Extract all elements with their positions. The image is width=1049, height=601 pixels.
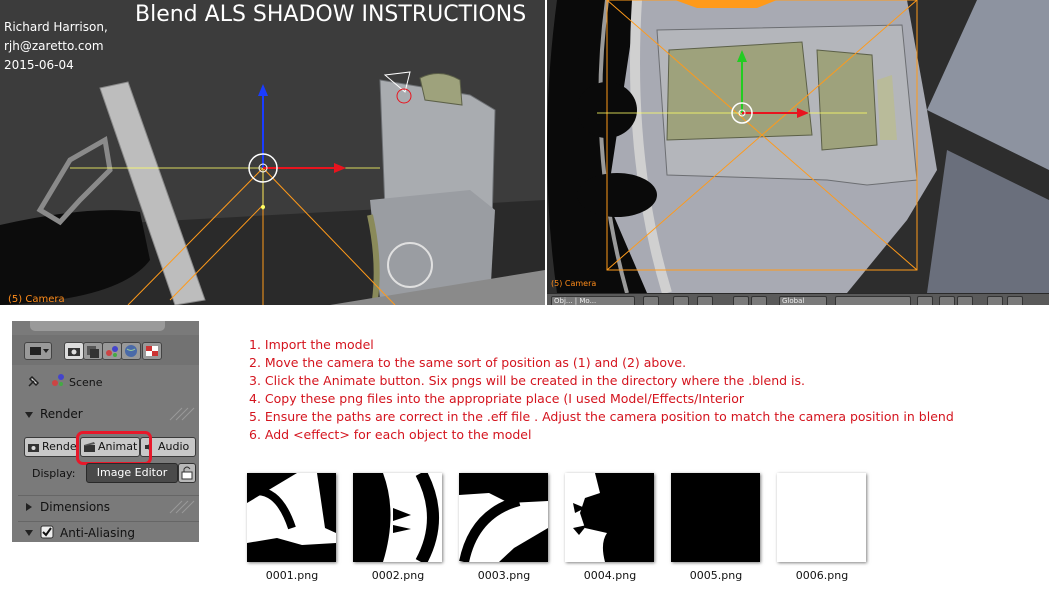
shadow-thumbnail-0001[interactable] [247,473,336,562]
page-title: Blend ALS SHADOW INSTRUCTIONS [135,2,527,27]
author-name: Richard Harrison, [4,20,108,34]
animation-button-label: Animat [98,440,138,453]
mode-select[interactable]: Obj... | Mo... [551,296,635,305]
rotate-icon[interactable] [751,296,767,305]
dimensions-panel-title: Dimensions [40,500,111,514]
shadow-mask-image [777,473,866,562]
lock-icon [181,466,193,480]
antialiasing-checkbox[interactable] [40,525,54,539]
scene-name: Scene [69,376,103,389]
render-button-label: Render [42,440,78,453]
clapperboard-icon [84,442,95,452]
thumbnail-filename: 0004.png [583,569,637,582]
pin-icon[interactable] [26,373,42,389]
shadow-mask-image [353,473,442,562]
audio-button[interactable]: Audio [140,437,196,457]
layer-buttons[interactable] [835,296,911,305]
instruction-step: 6. Add <effect> for each object to the m… [249,427,532,442]
collapse-down-icon [25,412,33,418]
render-button[interactable]: Render [24,437,78,457]
shadow-mask-image [565,473,654,562]
shadow-thumbnail-0004[interactable] [565,473,654,562]
display-select[interactable]: Image Editor [86,463,178,483]
lock-camera-icon[interactable] [917,296,933,305]
magnet-icon[interactable] [957,296,973,305]
translate-icon[interactable] [733,296,749,305]
thumbnail-filename: 0002.png [371,569,425,582]
antialiasing-panel-header[interactable]: Anti-Aliasing [18,521,199,542]
instruction-step: 3. Click the Animate button. Six pngs wi… [249,373,805,388]
instruction-step: 5. Ensure the paths are correct in the .… [249,409,954,424]
thumbnail-filename: 0005.png [689,569,743,582]
scene-icon [52,374,64,386]
scene-context-icon[interactable] [102,342,122,360]
shadow-mask-image [459,473,548,562]
editor-type-icon[interactable] [24,342,52,360]
render-panel-title: Render [40,407,83,421]
audio-button-label: Audio [158,440,190,453]
thumbnail-filename: 0003.png [477,569,531,582]
panel-scrollbar[interactable] [30,321,165,331]
orientation-select[interactable]: Global [779,296,827,305]
display-label: Display: [32,467,76,480]
viewport-right-header: Obj... | Mo... Global [547,293,1049,305]
viewport-right[interactable]: (5) Camera Obj... | Mo... Global [547,0,1049,305]
render-panel-header[interactable]: Render [18,404,199,424]
shadow-thumbnail-0005[interactable] [671,473,760,562]
dimensions-panel-header[interactable]: Dimensions [18,495,199,516]
antialiasing-panel-title: Anti-Aliasing [60,526,135,540]
lock-interface-button[interactable] [178,463,196,483]
scene-row: Scene [12,369,199,395]
opengl-render-icon[interactable] [1007,296,1023,305]
instructions-list: 1. Import the model 2. Move the camera t… [249,336,954,444]
view-shading-icon[interactable] [643,296,659,305]
viewport-left[interactable]: Blend ALS SHADOW INSTRUCTIONS Richard Ha… [0,0,545,305]
render-camera-icon [28,444,39,452]
thumbnail-filename: 0006.png [795,569,849,582]
author-block: Richard Harrison, rjh@zaretto.com 2015-0… [4,18,108,75]
collapse-down-icon [25,530,33,536]
collapse-right-icon [26,503,32,511]
thumbnail-filename: 0001.png [265,569,319,582]
instruction-step: 2. Move the camera to the same sort of p… [249,355,687,370]
panel-drag-handle-icon[interactable] [168,499,198,515]
pivot-icon[interactable] [673,296,689,305]
shadow-thumbnail-0002[interactable] [353,473,442,562]
instruction-step: 4. Copy these png files into the appropr… [249,391,744,406]
properties-panel: Scene Render Render Animat Audio Display… [12,321,199,542]
instruction-step: 1. Import the model [249,337,374,352]
shadow-thumbnail-0003[interactable] [459,473,548,562]
animation-button[interactable]: Animat [80,437,140,457]
author-date: 2015-06-04 [4,58,74,72]
render-icon[interactable] [987,296,1003,305]
shadow-mask-image [247,473,336,562]
panel-drag-handle-icon[interactable] [168,406,198,422]
shadow-mask-image [671,473,760,562]
viewport-left-scene [0,0,545,305]
snap-icon[interactable] [939,296,955,305]
viewport-left-camera-label: (5) Camera [8,294,65,305]
render-layers-icon[interactable] [83,342,103,360]
viewport-right-scene [547,0,1049,293]
texture-context-icon[interactable] [142,342,162,360]
shadow-thumbnail-0006[interactable] [777,473,866,562]
manipulator-icon[interactable] [697,296,713,305]
world-context-icon[interactable] [121,342,141,360]
animation-button-highlight [76,431,152,465]
render-context-icon[interactable] [64,342,84,360]
viewport-right-camera-label: (5) Camera [551,279,597,288]
author-email: rjh@zaretto.com [4,39,104,53]
